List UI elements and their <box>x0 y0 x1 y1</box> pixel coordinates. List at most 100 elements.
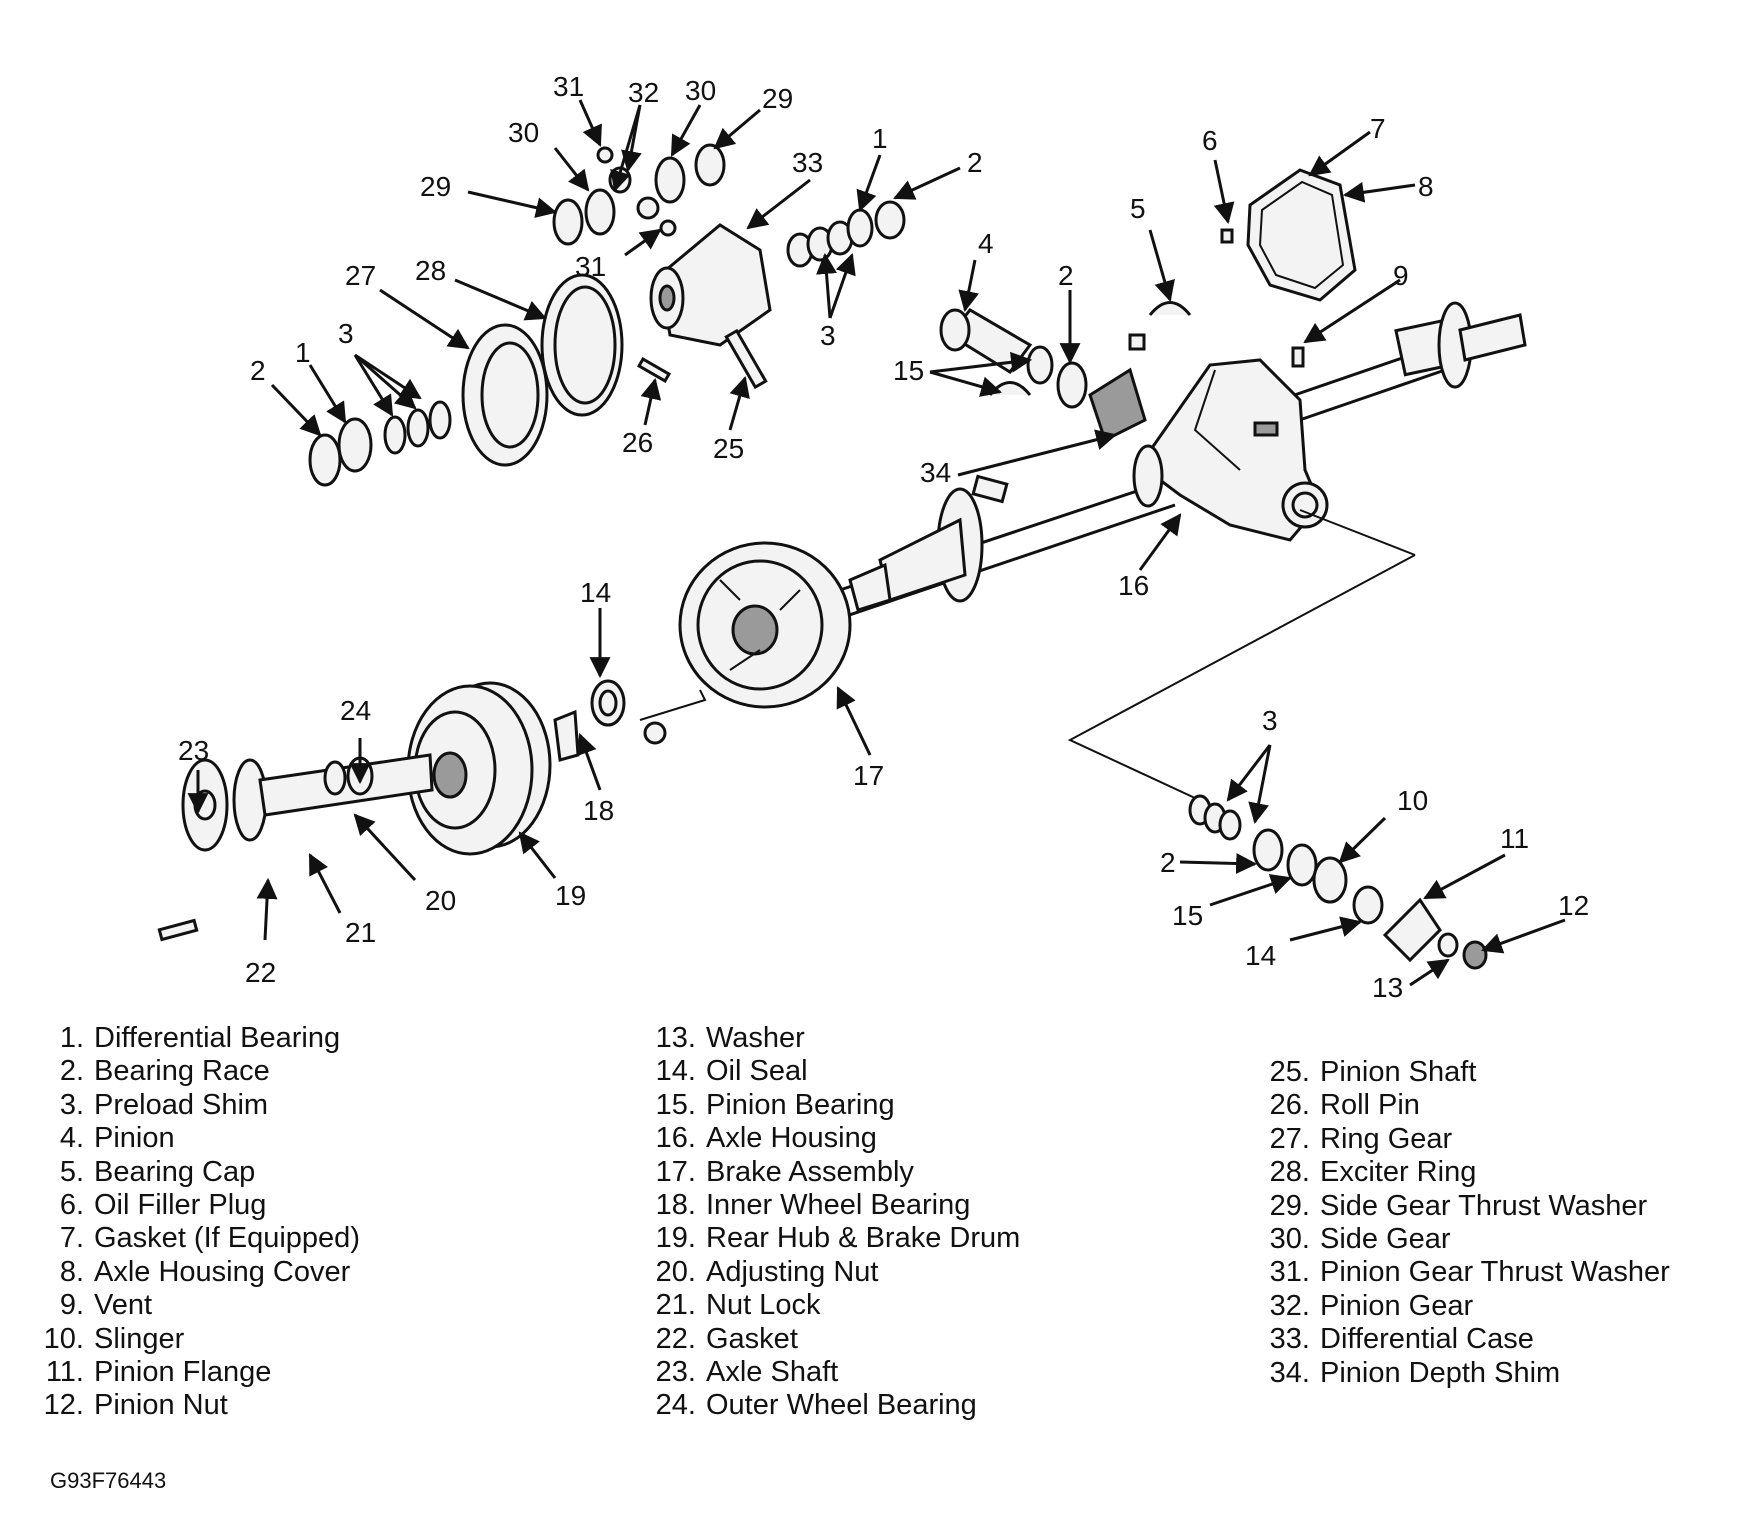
legend-item: 8.Axle Housing Cover <box>36 1256 360 1289</box>
callout-18: 18 <box>583 795 614 826</box>
legend-number: 12. <box>43 1389 84 1422</box>
legend-part-name: Axle Shaft <box>706 1356 839 1389</box>
ring-gear-drawing <box>461 273 624 467</box>
callout-2-inset: 2 <box>1160 847 1176 878</box>
legend-part-name: Bearing Cap <box>94 1155 256 1188</box>
legend-item: 23. Axle Shaft <box>648 1356 1020 1389</box>
legend-part-name: Pinion Bearing <box>706 1088 895 1121</box>
callout-2-top: 2 <box>967 147 983 178</box>
legend-number: 18. <box>655 1189 696 1222</box>
legend-part-name: Nut Lock <box>706 1289 821 1322</box>
callout-10: 10 <box>1397 785 1428 816</box>
legend-item: 4. Pinion <box>36 1122 360 1155</box>
legend-part-name: Gasket (If Equipped) <box>94 1222 360 1255</box>
legend-number: 6. <box>59 1189 84 1222</box>
legend-item: 6. Oil Filler Plug <box>36 1189 360 1222</box>
legend-part-name: Side Gear Thrust Washer <box>1320 1189 1648 1222</box>
callout-30-left: 30 <box>508 117 539 148</box>
legend-number: 1. <box>59 1022 84 1054</box>
callout-14-mid: 14 <box>580 577 611 608</box>
legend-part-name: Pinion Gear Thrust Washer <box>1320 1256 1670 1289</box>
legend-part-name: Pinion Gear <box>1320 1289 1474 1322</box>
legend-part-name: Bearing Race <box>94 1055 270 1088</box>
legend-item: 15.Pinion Bearing <box>648 1089 1020 1122</box>
legend-number: 20. <box>655 1255 696 1288</box>
callout-19: 19 <box>555 880 586 911</box>
legend-item: 25.Pinion Shaft <box>1262 1056 1670 1089</box>
legend-part-name: Differential Case <box>1320 1323 1534 1356</box>
legend-item: 24.Outer Wheel Bearing <box>648 1389 1020 1422</box>
legend-part-name: Vent <box>94 1289 153 1322</box>
callout-21: 21 <box>345 917 376 948</box>
legend-item: 29.Side Gear Thrust Washer <box>1262 1190 1670 1223</box>
callout-3-left: 3 <box>338 318 354 349</box>
legend-item: 22.Gasket <box>648 1323 1020 1356</box>
callout-3-inset: 3 <box>1262 705 1278 736</box>
legend-number: 9. <box>59 1289 84 1322</box>
callout-5: 5 <box>1130 193 1146 224</box>
legend-item: 10.Slinger <box>36 1323 360 1356</box>
axle-shaft-drawing <box>157 753 434 942</box>
legend-part-name: Pinion <box>94 1122 175 1155</box>
legend-number: 27. <box>1269 1122 1310 1155</box>
legend-part-name: Oil Filler Plug <box>94 1189 267 1222</box>
callout-16: 16 <box>1118 570 1149 601</box>
callout-8: 8 <box>1418 171 1434 202</box>
legend-part-name: Pinion Flange <box>94 1356 272 1389</box>
callout-27: 27 <box>345 260 376 291</box>
legend-part-name: Rear Hub & Brake Drum <box>706 1222 1021 1255</box>
figure-code: G93F76443 <box>50 1468 167 1493</box>
legend-item: 14.Oil Seal <box>648 1055 1020 1088</box>
legend-part-name: Pinion Depth Shim <box>1320 1356 1561 1389</box>
legend-number: 4. <box>59 1122 84 1155</box>
callout-1-top: 1 <box>872 123 888 154</box>
legend-item: 1.Differential Bearing <box>36 1022 360 1055</box>
legend-number: 21. <box>655 1289 696 1322</box>
callout-31-mid: 31 <box>575 251 606 282</box>
callout-2-mid: 2 <box>1058 260 1074 291</box>
callout-24: 24 <box>340 695 371 726</box>
legend-part-name: Gasket <box>706 1322 798 1355</box>
axle-housing-drawing <box>779 301 1527 637</box>
callout-15-top: 15 <box>893 355 924 386</box>
legend-item: 9. Vent <box>36 1289 360 1322</box>
legend-item: 21. Nut Lock <box>648 1289 1020 1322</box>
legend-item: 13.Washer <box>648 1022 1020 1055</box>
legend-item: 19.Rear Hub & Brake Drum <box>648 1222 1021 1255</box>
callout-32: 32 <box>628 77 659 108</box>
pinion-inset-drawing <box>1188 794 1488 970</box>
legend-part-name: Slinger <box>94 1322 185 1355</box>
callout-33: 33 <box>792 147 823 178</box>
legend-number: 34. <box>1269 1356 1310 1389</box>
leader-arrows <box>187 99 1566 987</box>
legend-part-name: Brake Assembly <box>706 1155 914 1188</box>
legend-item: 31. Pinion Gear Thrust Washer <box>1262 1256 1670 1289</box>
callout-22: 22 <box>245 957 276 988</box>
legend-number: 31. <box>1269 1256 1310 1289</box>
legend-part-name: Exciter Ring <box>1320 1156 1477 1189</box>
left-bearing-stack-drawing <box>308 400 452 487</box>
legend-item: 33. Differential Case <box>1262 1323 1670 1356</box>
exploded-axle-diagram: 31 32 30 29 30 33 1 2 29 31 27 28 3 4 5 … <box>157 71 1589 1000</box>
pinion-drawing <box>939 301 1192 443</box>
legend-part-name: Roll Pin <box>1320 1089 1420 1122</box>
legend-item: 30. Side Gear <box>1262 1223 1670 1256</box>
legend-number: 33. <box>1269 1323 1310 1356</box>
legend-part-name: Side Gear <box>1320 1223 1451 1256</box>
callout-25: 25 <box>713 433 744 464</box>
callout-31-top: 31 <box>553 71 584 102</box>
legend-number: 23. <box>655 1356 696 1389</box>
callout-15-inset: 15 <box>1172 900 1203 931</box>
legend-part-name: Adjusting Nut <box>706 1255 879 1288</box>
legend-part-name: Outer Wheel Bearing <box>706 1389 977 1422</box>
legend-number: 32. <box>1269 1289 1310 1322</box>
brake-assembly-drawing <box>678 541 852 709</box>
legend-number: 30. <box>1269 1223 1310 1256</box>
callout-12: 12 <box>1558 890 1589 921</box>
legend-part-name: Axle Housing <box>706 1122 877 1155</box>
legend-item: 18.Inner Wheel Bearing <box>648 1189 1020 1222</box>
legend-part-name: Axle Housing Cover <box>94 1255 351 1288</box>
legend-item: 34. Pinion Depth Shim <box>1262 1357 1670 1390</box>
